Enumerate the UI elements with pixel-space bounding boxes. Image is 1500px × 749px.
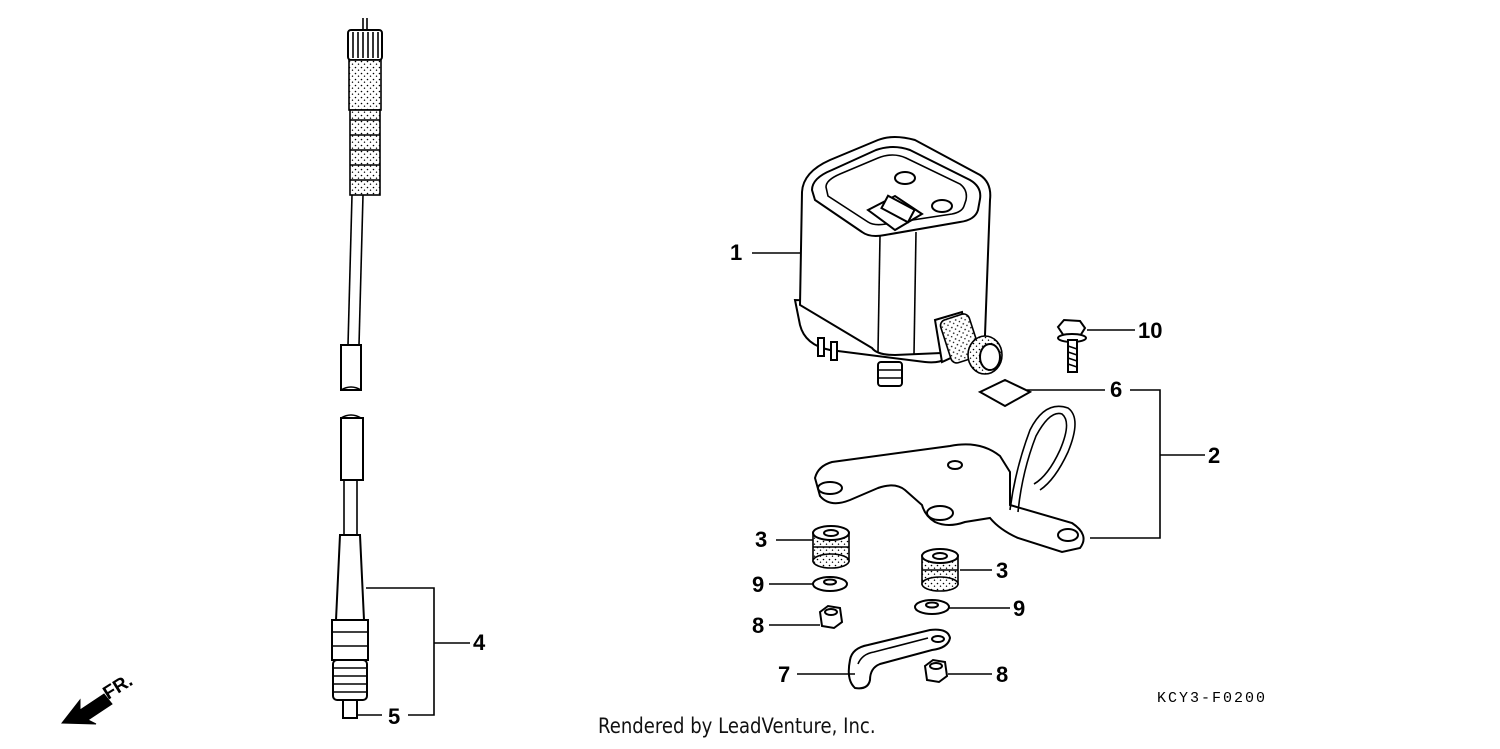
callout-1: 1 [730,240,742,265]
meter-stay [813,405,1085,554]
diagram-code: KCY3-F0200 [1157,690,1267,707]
bolt [1056,318,1087,373]
grommet [812,525,850,569]
meter-assembly [793,136,1003,387]
arrow-front-icon: FR. [60,670,137,725]
callout-8: 8 [752,613,764,638]
callout-10: 10 [1138,318,1162,343]
callout-5: 5 [388,704,400,729]
washer [812,576,848,592]
washer [914,599,950,615]
callout-2: 2 [1208,443,1220,468]
grommet [921,548,959,592]
strap [847,628,952,690]
callout-6: 6 [1110,377,1122,402]
callout-8: 8 [996,662,1008,687]
speedometer-cable [331,18,383,719]
callout-3: 3 [996,558,1008,583]
callout-9: 9 [752,572,764,597]
callout-3: 3 [755,527,767,552]
callout-7: 7 [778,662,790,687]
callout-4: 4 [473,630,486,655]
plate [977,378,1033,408]
credit-text: Rendered by LeadVenture, Inc. [598,714,876,738]
nut [923,658,949,684]
leader-lines [357,252,1205,716]
nut [818,604,844,630]
callout-9: 9 [1013,596,1025,621]
